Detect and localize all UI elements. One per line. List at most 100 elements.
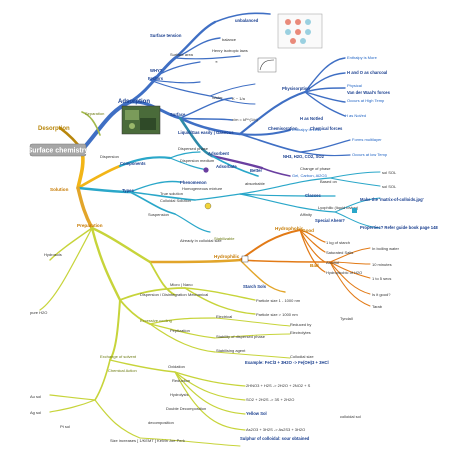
dispersed-phase-label: Dispersed phase [178, 146, 209, 151]
root-label: Surface chemistry [28, 148, 89, 155]
pt-sol-label: Pt sol [60, 424, 70, 429]
oxidation-label: Oxidation [168, 364, 185, 369]
phenomenon-label: Phenomenon [180, 180, 207, 185]
better-label: Better [250, 168, 262, 173]
colloidal-sol-label: colloidal sol [340, 414, 361, 419]
components-label: Components [120, 161, 146, 166]
adsorbent-label: Adsorbent [208, 151, 230, 156]
homogeneous-label: Homogeneous mixture [182, 186, 223, 191]
hydro-item-7: 1 to 5 secs [372, 276, 391, 281]
lyophilic-label: Lyophilic (liquid loving) [318, 205, 359, 210]
hydro-item-4: Hydrophobic of H2O [326, 270, 362, 275]
au-sol-label: Au sol [30, 394, 41, 399]
stabilizable-label: Stabilizable [214, 236, 235, 241]
starch-label: Starch Sols [243, 284, 267, 289]
xm-label: x/m = kP^(1/n) [232, 117, 258, 122]
peptization-label: Peptization [170, 328, 190, 333]
physical-label: Physical [347, 83, 362, 88]
dispersion-method-label: Dispersion / Disintegration [140, 292, 187, 297]
factors-label: Factors [148, 76, 164, 81]
adsorption-branch-curves [80, 12, 351, 157]
sol-label: sol SOL [382, 170, 397, 175]
double-label: Double Decomposition [166, 406, 206, 411]
rx1-label: Reduced by [290, 322, 311, 327]
special-label: Special Ahem? [315, 218, 345, 223]
classes-label: Classes [305, 193, 322, 198]
alpha-label: ∝ [215, 59, 218, 64]
bad-label: Bad [310, 263, 319, 268]
star-icon [352, 208, 357, 213]
electrical-label: Electrical [216, 314, 232, 319]
adsorption-label: Adsorption [118, 99, 150, 105]
surface-label: Surface [170, 112, 186, 117]
eq2-label: SO2 + 2H2S -> 3S + 2H2O [246, 397, 294, 402]
properties-label: Properties? Refer guide book page 148 [360, 225, 438, 230]
isotherm-plot-icon[interactable] [257, 57, 277, 73]
types-label: Types [122, 188, 134, 193]
dispersion-label: Dispersion [100, 154, 119, 159]
hydrophilic-label: Hydrophilic [214, 254, 240, 259]
hydro-item-8: Is it good? [372, 292, 391, 297]
hydro-item-2: Saturated Salts [326, 250, 353, 255]
ka-label: K ~ 1/a [232, 96, 246, 101]
hydrophobic-label: Hydrophobic [275, 226, 304, 231]
not-ordered-label: H as Not/ed [345, 113, 366, 118]
eq3-label: As2O3 + 3H2S -> As2S3 + 3H2O [246, 427, 305, 432]
micro-nano-label: Micro | Nano [170, 282, 193, 287]
dice-icon [241, 255, 249, 263]
chemisorption-label: Chemisorption [268, 126, 298, 131]
thumbnail-photo-icon[interactable] [121, 105, 161, 135]
gear-icon [203, 167, 209, 173]
why-label: WHY? [150, 68, 163, 73]
particles-3-label: Particle size > 1000 nm [256, 312, 298, 317]
adsorbate-branch-curves [178, 116, 291, 177]
hydro-item-3: Alcohol [326, 260, 339, 265]
decomposition-label: decomposition [148, 420, 174, 425]
chemical-action-label: Chemical Action [108, 368, 137, 373]
preparation-label: Preparation [77, 223, 103, 228]
gel-label: Gel, Carbon, Al2O3 [292, 173, 327, 178]
smiley-icon [204, 202, 212, 210]
desorption-label: Desorption [38, 126, 70, 132]
adsorbate-label: Adsorbate [216, 164, 237, 169]
based-on-label: Based on [320, 179, 337, 184]
henry-label: Henry isotropic laws [212, 48, 248, 53]
stabilising-label: Stabilising agent [216, 348, 246, 353]
surface-tension-label: Surface tension [150, 33, 182, 38]
forms-mono-label: Forms multilayer [352, 137, 382, 142]
hydrosols-label: Hydrosols [44, 252, 62, 257]
surface-area-label: Surface area [170, 52, 194, 57]
sulphur-h2s-label: Sulphur of colloidal: sour obtained [240, 436, 310, 441]
enthalpy-more-label: Enthalpy is More [347, 55, 378, 60]
make-label: Make the 'matrix-of-colloids.jpg' [360, 197, 424, 202]
solution-label: Solution [50, 187, 69, 192]
good-label: Good [302, 228, 314, 233]
hydro-item-5: In boiling water [372, 246, 400, 251]
affinity-label: Affinity [300, 212, 312, 217]
lower-branch-curves [39, 226, 291, 447]
pure-h2o-label: pure H2O [30, 310, 47, 315]
excessive-label: Excessive cooling [140, 318, 172, 323]
chemical-forces-label: Chemical forces [310, 126, 343, 131]
already-label: Already in colloidal size [180, 238, 222, 243]
yellow-sol-label: Yellow Sol [246, 411, 267, 416]
rx3-label: Collodial size [290, 354, 314, 359]
nh3-label: NH3, H2O, CO2, SO2 [283, 154, 325, 159]
occurs-high-label: Occurs at High Temp [347, 98, 385, 103]
hydro-item-9: Tarab [372, 304, 383, 309]
hydro-item-6: 10 minutes [372, 262, 392, 267]
tyndall-label: Tyndall [340, 316, 353, 321]
root-node[interactable]: Surface chemistry [28, 143, 89, 157]
true-solution-label: True solution [160, 191, 183, 196]
not-ordered-label-2: H as Not/ed [300, 116, 323, 121]
change-phase-label: Change of phase [300, 166, 331, 171]
vdw-label: Van der Waal's forces [347, 90, 391, 95]
stab-label: Stability of dispersed phase [216, 334, 266, 339]
enthalpy-less-label: Enthalpy is Less [292, 127, 321, 132]
hydro-item-1: 1 kg of starch [326, 240, 350, 245]
eq1-label: 2HNO3 + H2S -> 2H2O + 2NO2 + S [246, 383, 311, 388]
graph-image-icon[interactable] [277, 13, 323, 49]
gel2-label: sol SOL [382, 184, 397, 189]
reduction-label: Reduction [172, 378, 190, 383]
